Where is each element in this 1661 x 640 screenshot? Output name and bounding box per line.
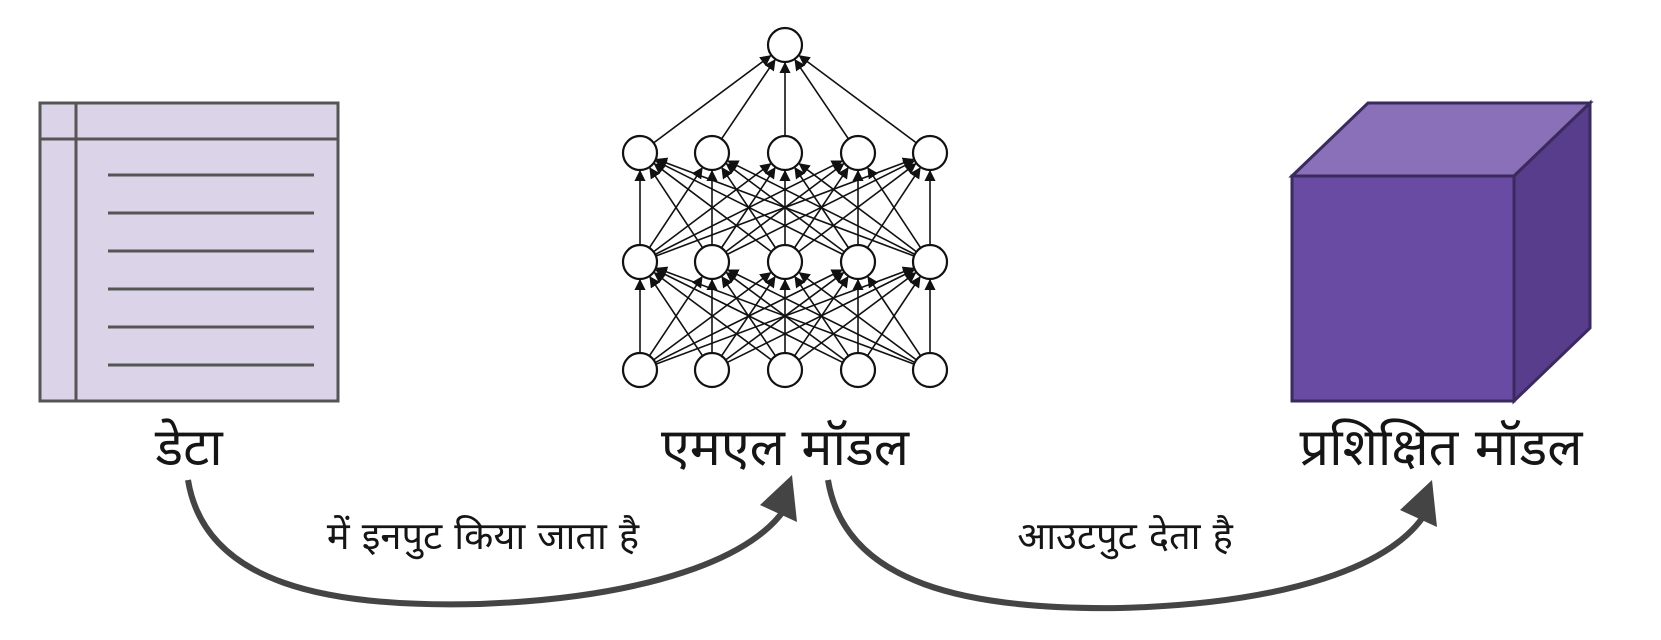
nn-neuron	[766, 26, 804, 64]
node-label-ml-model: एमएल मॉडल	[660, 418, 910, 478]
nn-connection	[867, 167, 922, 249]
nn-connection	[798, 55, 917, 144]
cube-icon	[1288, 99, 1594, 405]
edge-label-input: में इनपुट किया जाता है	[326, 514, 640, 558]
nn-connection	[867, 276, 922, 357]
arrow-model-to-trained	[825, 479, 1437, 612]
nn-neuron	[839, 134, 877, 172]
nn-neuron	[766, 243, 804, 281]
nn-neuron	[911, 243, 949, 281]
arrowhead	[760, 475, 797, 522]
nn-neuron	[693, 243, 731, 281]
nn-connection	[653, 272, 772, 361]
nn-neuron	[911, 134, 949, 172]
nn-neuron	[839, 243, 877, 281]
nn-connection	[655, 266, 915, 365]
nn-connection	[655, 157, 915, 257]
nn-neuron	[693, 134, 731, 172]
data-table-icon	[38, 101, 340, 403]
node-label-trained-model: प्रशिक्षित मॉडल	[1299, 418, 1583, 478]
nn-neuron	[621, 243, 659, 281]
nn-connection	[653, 163, 772, 253]
nn-neuron	[693, 351, 731, 389]
nn-connection	[649, 167, 704, 249]
nn-connection	[727, 160, 916, 256]
nn-connection	[649, 276, 704, 357]
nn-connection	[655, 269, 844, 364]
nn-neuron	[621, 134, 659, 172]
nn-neuron	[766, 351, 804, 389]
nn-neuron	[911, 351, 949, 389]
arrow-data-to-model	[185, 475, 797, 608]
cube-front-face	[1290, 174, 1516, 403]
node-label-data: डेटा	[155, 418, 223, 478]
nn-connection	[720, 58, 776, 140]
nn-connection	[798, 272, 917, 361]
arrowhead	[1400, 480, 1437, 527]
nn-neuron	[621, 351, 659, 389]
edge-label-output: आउटपुट देता है	[1017, 514, 1233, 558]
nn-neuron	[766, 134, 804, 172]
nn-connection	[653, 55, 772, 144]
nn-neuron	[839, 351, 877, 389]
nn-connection	[655, 160, 844, 256]
nn-connection	[798, 163, 917, 253]
nn-connection	[794, 58, 850, 140]
neural-network-icon	[621, 26, 949, 389]
nn-connection	[727, 269, 916, 364]
